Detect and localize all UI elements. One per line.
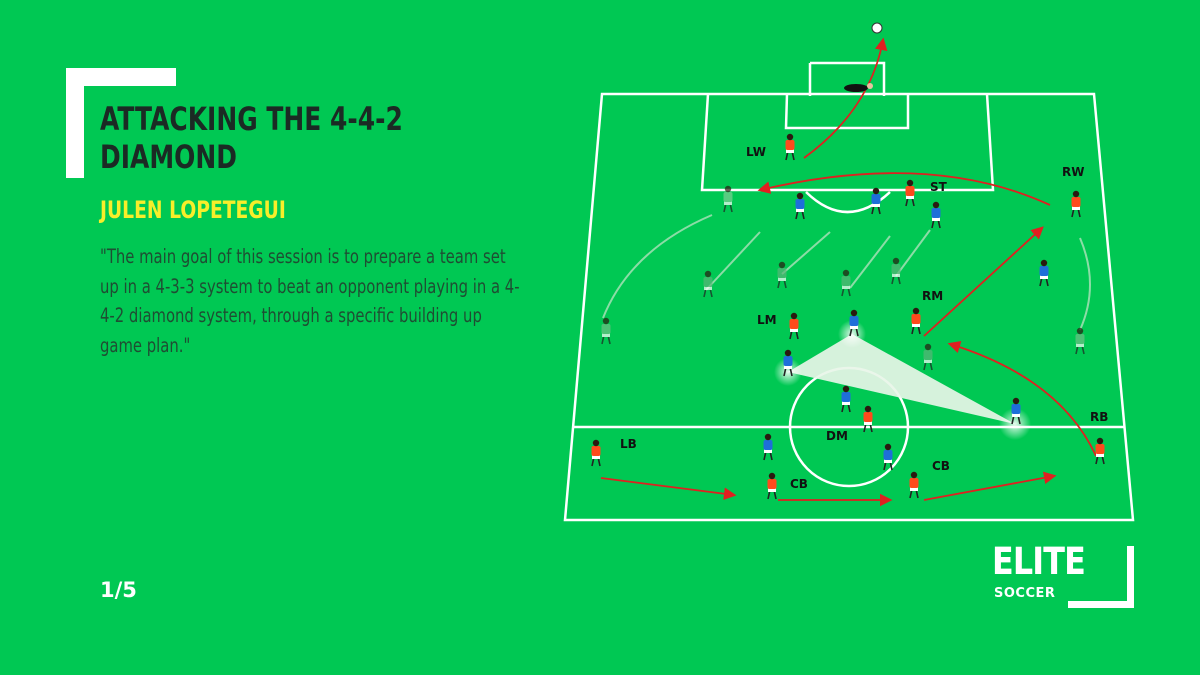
- player-figure: [703, 270, 713, 298]
- label-lw: LW: [746, 145, 766, 159]
- player-figure: [923, 343, 933, 371]
- player-figure: [891, 257, 901, 285]
- logo-bar: [1068, 601, 1134, 608]
- player-figure: [841, 385, 851, 413]
- label-rm: RM: [922, 289, 943, 303]
- player-figure: [905, 179, 915, 207]
- player-figure: [911, 307, 921, 335]
- glow-marker: [999, 408, 1031, 440]
- label-lb: LB: [620, 437, 637, 451]
- player-figure: [783, 349, 793, 377]
- six-yard-box: [784, 93, 910, 130]
- penalty-box: [700, 93, 995, 192]
- label-cb-left: CB: [790, 477, 808, 491]
- player-figure: [1075, 327, 1085, 355]
- ball: [871, 22, 883, 34]
- page-indicator: 1/5: [100, 578, 137, 602]
- player-figure: [863, 405, 873, 433]
- player-figure: [841, 269, 851, 297]
- player-figure: [931, 201, 941, 229]
- player-figure: [1039, 259, 1049, 287]
- player-figure: [723, 185, 733, 213]
- player-figure: [1011, 397, 1021, 425]
- logo-word: ELITE: [992, 540, 1086, 583]
- player-figure: [591, 439, 601, 467]
- page-title: ATTACKING THE 4-4-2 DIAMOND: [100, 100, 403, 176]
- player-figure: [777, 261, 787, 289]
- glow-marker: [774, 358, 802, 386]
- player-figure: [785, 133, 795, 161]
- label-lm: LM: [757, 313, 777, 327]
- session-quote: "The main goal of this session is to pre…: [100, 245, 520, 357]
- label-rb: RB: [1090, 410, 1108, 424]
- player-figure: [601, 317, 611, 345]
- player-figure: [883, 443, 893, 471]
- coach-name: JULEN LOPETEGUI: [100, 196, 286, 224]
- player-figure: [763, 433, 773, 461]
- player-figure: [767, 472, 777, 500]
- faded-runs: [602, 214, 1091, 331]
- logo-sub: SOCCER: [994, 586, 1056, 601]
- player-figure: [909, 471, 919, 499]
- player-figure: [871, 187, 881, 215]
- elite-soccer-logo: ELITE SOCCER: [992, 540, 1134, 608]
- player-figure: [795, 192, 805, 220]
- goalkeeper: [844, 83, 873, 92]
- penalty-arc: [805, 191, 891, 214]
- logo-bar: [1127, 546, 1134, 608]
- player-figure: [1071, 190, 1081, 218]
- label-st: ST: [930, 180, 948, 194]
- corner-bracket: [66, 68, 176, 178]
- goal-frame: [808, 61, 886, 96]
- shot-arrow: [803, 37, 888, 159]
- player-figure: [1095, 437, 1105, 465]
- label-dm: DM: [826, 429, 848, 443]
- pitch-lines: [563, 61, 1135, 522]
- label-cb-right: CB: [932, 459, 950, 473]
- passing-triangle: [788, 334, 1015, 424]
- glow-marker: [838, 320, 866, 348]
- player-figure: [789, 312, 799, 340]
- label-rw: RW: [1062, 165, 1084, 179]
- player-figure: [849, 309, 859, 337]
- pass-arrows: [600, 37, 1097, 507]
- pitch-boundary: [563, 92, 1135, 522]
